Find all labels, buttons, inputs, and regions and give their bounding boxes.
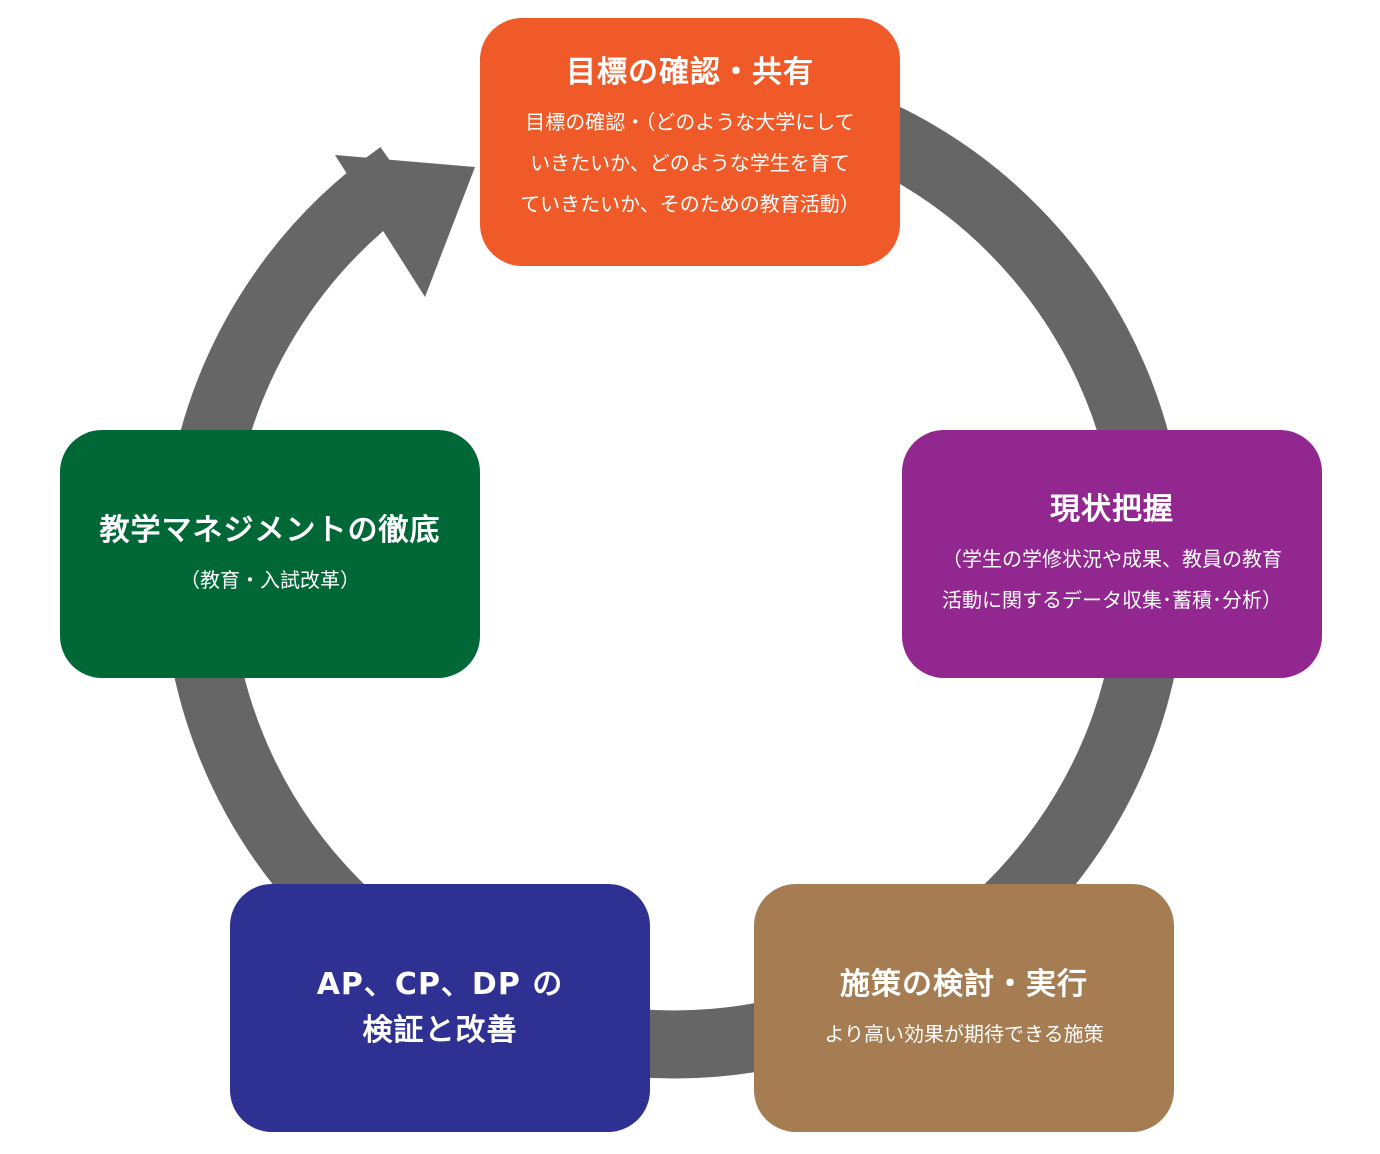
step-goal: 目標の確認・共有 目標の確認・（どのような大学にして いきたいか、どのような学生…: [480, 18, 900, 266]
step-goal-description: 目標の確認・（どのような大学にして いきたいか、どのような学生を育て ていきたい…: [520, 110, 860, 216]
step-status: 現状把握 （学生の学修状況や成果、教員の教育 活動に関するデータ収集･蓄積･分析…: [902, 430, 1322, 678]
step-management: 教学マネジメントの徹底 （教育・入試改革）: [60, 430, 480, 678]
step-status-description: （学生の学修状況や成果、教員の教育 活動に関するデータ収集･蓄積･分析）: [942, 547, 1282, 612]
step-goal-title: 目標の確認・共有: [566, 55, 814, 90]
step-status-title: 現状把握: [1050, 492, 1174, 527]
step-measures-description: より高い効果が期待できる施策: [824, 1021, 1104, 1046]
step-policy: AP、CP、DP の 検証と改善: [230, 884, 650, 1132]
step-management-description: （教育・入試改革）: [180, 567, 360, 592]
step-policy-title: AP、CP、DP の 検証と改善: [316, 967, 564, 1048]
step-measures-title: 施策の検討・実行: [840, 966, 1088, 1002]
step-measures: 施策の検討・実行 より高い効果が期待できる施策: [754, 884, 1174, 1132]
step-management-title: 教学マネジメントの徹底: [99, 512, 441, 548]
cycle-arrowhead: [335, 155, 475, 297]
